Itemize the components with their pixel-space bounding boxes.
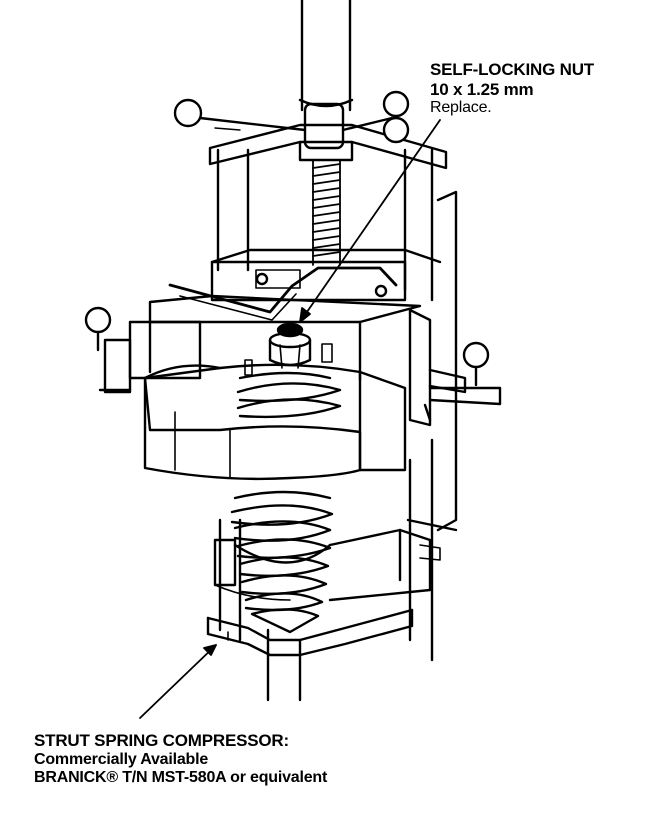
upper-coil-spring (236, 371, 342, 419)
tool-leader-arrow (139, 644, 217, 719)
middle-platform (98, 294, 502, 427)
tool-callout-availability: Commercially Available (34, 750, 209, 768)
self-locking-nut-callout: SELF-LOCKING NUT 10 x 1.25 mm Replace. (430, 60, 594, 117)
tool-callout-part-number: BRANICK® T/N MST-580A or equivalent (34, 768, 328, 786)
top-handle-assembly (173, 90, 410, 150)
threaded-screw (312, 159, 341, 266)
lower-coil-spring (230, 490, 334, 634)
upper-clamp (210, 248, 442, 302)
main-clamp-band (143, 363, 407, 481)
side-knobs (84, 306, 490, 387)
nut-callout-size: 10 x 1.25 mm (430, 79, 534, 99)
nut-leader-arrow (299, 119, 441, 323)
lower-yoke (213, 528, 441, 602)
guide-posts (216, 148, 458, 662)
center-column (266, 0, 352, 702)
tool-callout-title: STRUT SPRING COMPRESSOR: (34, 731, 289, 750)
nut-callout-title: SELF-LOCKING NUT (430, 60, 594, 79)
spring-compressor-callout: STRUT SPRING COMPRESSOR: Commercially Av… (34, 731, 327, 787)
hex-wrench (168, 266, 398, 321)
nut-callout-note: Replace. (430, 99, 492, 117)
base-plate (206, 608, 414, 657)
top-plate (208, 123, 448, 170)
